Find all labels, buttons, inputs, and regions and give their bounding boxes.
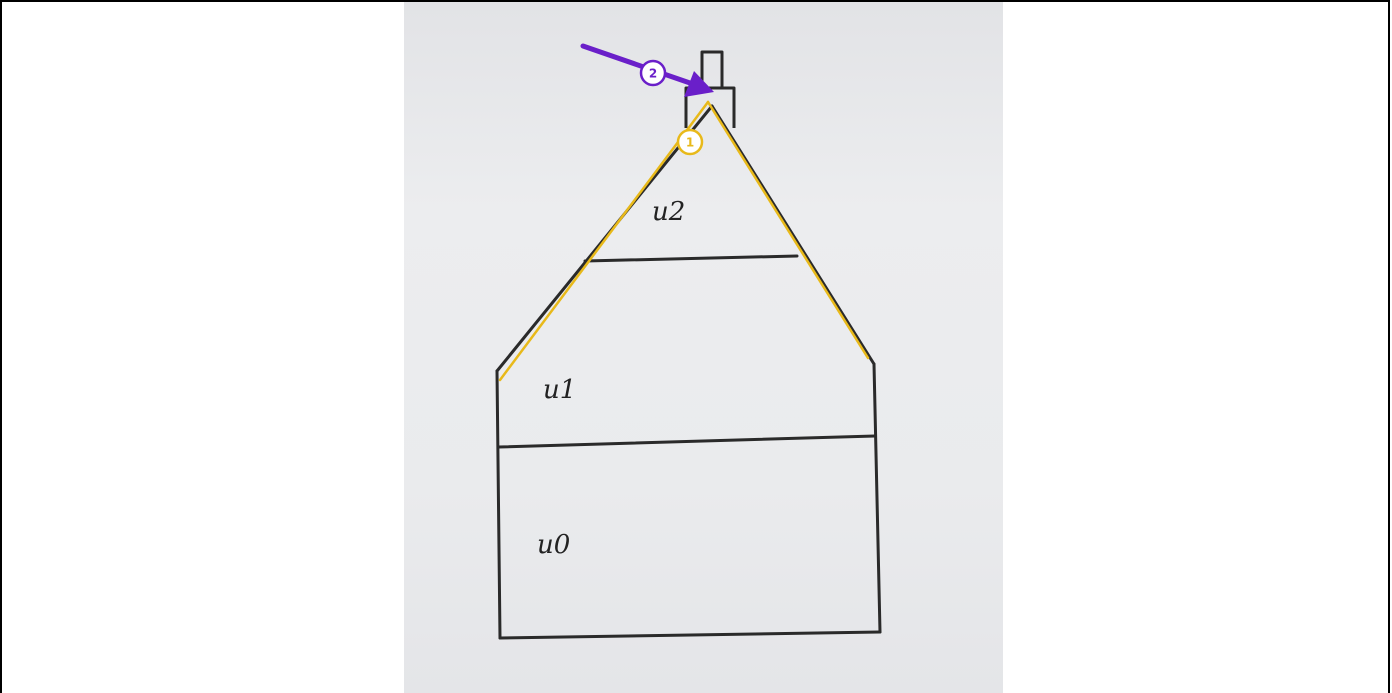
annotation-marker-2[interactable]: 2 <box>641 61 665 85</box>
house-walls <box>497 364 880 638</box>
upper-divider <box>585 256 797 261</box>
label-u0: u0 <box>537 530 570 560</box>
annotation-marker-1[interactable]: 1 <box>678 130 702 154</box>
section-dividers <box>499 256 875 447</box>
marker-2-number: 2 <box>649 67 657 81</box>
lower-divider <box>499 436 875 447</box>
label-u1: u1 <box>543 375 576 405</box>
marker-1-number: 1 <box>686 136 694 150</box>
label-u2: u2 <box>652 197 685 227</box>
